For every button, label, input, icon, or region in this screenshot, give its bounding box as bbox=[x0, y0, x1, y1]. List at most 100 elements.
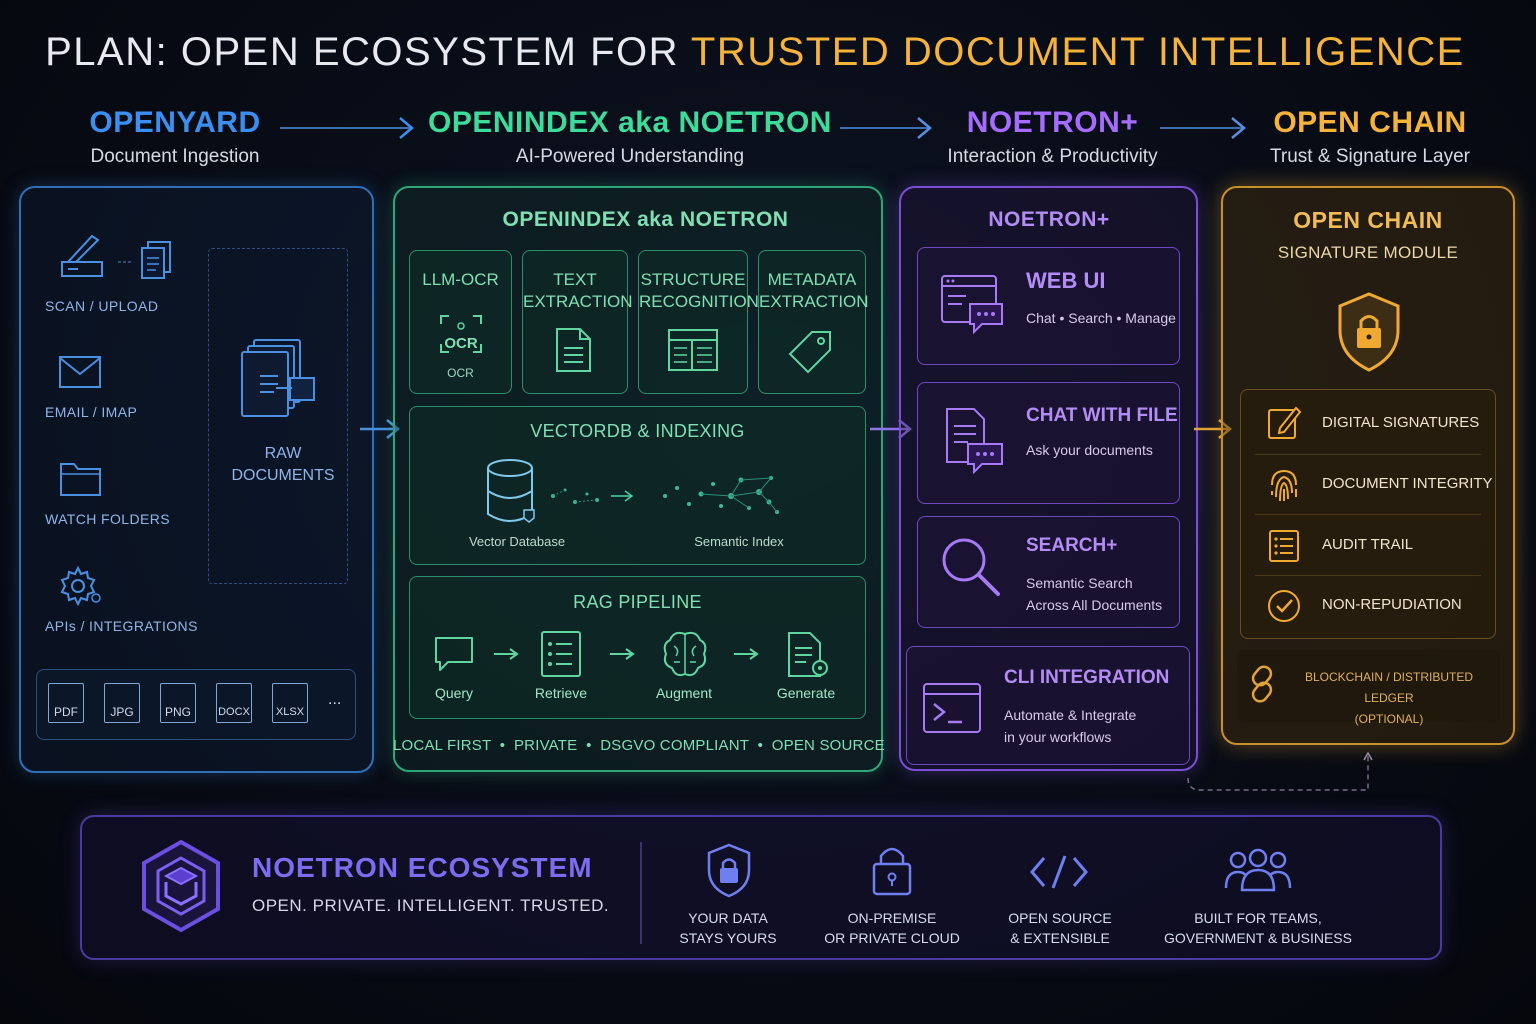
pillar-line: ON-PREMISE bbox=[847, 910, 937, 926]
column-header-openyard: OPENYARD Document Ingestion bbox=[40, 106, 310, 168]
column-title: OPENYARD bbox=[89, 106, 261, 139]
shield-lock-icon bbox=[707, 843, 751, 898]
rag-step-query: Query bbox=[434, 685, 474, 701]
rag-step-generate: Generate bbox=[776, 685, 836, 701]
column-subtitle: Trust & Signature Layer bbox=[1270, 146, 1470, 167]
step-arrow-icon bbox=[734, 648, 759, 660]
card-desc-line: Across All Documents bbox=[1026, 597, 1163, 613]
pillar-audience: BUILT FOR TEAMS, GOVERNMENT & BUSINESS bbox=[1150, 908, 1366, 948]
card-web-ui[interactable]: WEB UI Chat • Search • Manage bbox=[917, 247, 1180, 365]
vector-database-label: Vector Database bbox=[468, 534, 566, 549]
column-title: OPENINDEX aka NOETRON bbox=[428, 106, 832, 139]
chain-link-icon bbox=[1251, 665, 1273, 703]
file-type-label: DOCX bbox=[218, 706, 250, 718]
list-document-icon bbox=[541, 631, 581, 677]
card-title: CHAT WITH FILE bbox=[1026, 405, 1178, 426]
scanner-icon bbox=[61, 234, 171, 279]
openindex-panel-title: OPENINDEX aka NOETRON bbox=[502, 208, 789, 231]
document-text-icon bbox=[556, 328, 591, 372]
noetron-logo-icon bbox=[142, 839, 220, 933]
file-types: PDF JPG PNG DOCX XLSX ... bbox=[48, 683, 348, 723]
card-desc-line: Semantic Search bbox=[1026, 575, 1133, 591]
column-title: OPEN CHAIN bbox=[1273, 106, 1467, 139]
openindex-footer: LOCAL FIRST • PRIVATE • DSGVO COMPLIANT … bbox=[393, 737, 885, 754]
feature-non-repudiation: NON-REPUDIATION bbox=[1322, 596, 1462, 613]
module-title: LLM-OCR bbox=[410, 269, 511, 291]
rag-step-augment: Augment bbox=[655, 685, 713, 701]
envelope-icon bbox=[59, 356, 101, 388]
module-metadata-extraction: METADATA EXTRACTION bbox=[758, 250, 869, 394]
noetron-plus-title: NOETRON+ bbox=[988, 208, 1110, 231]
card-desc: Ask your documents bbox=[1026, 442, 1153, 458]
gear-icon bbox=[60, 565, 101, 607]
feature-digital-signatures: DIGITAL SIGNATURES bbox=[1322, 414, 1480, 431]
file-type-jpg: JPG bbox=[104, 683, 140, 723]
folder-icon bbox=[60, 463, 101, 496]
document-generate-icon bbox=[788, 632, 828, 677]
brain-icon bbox=[663, 631, 707, 677]
module-caption: OCR bbox=[447, 366, 474, 380]
rag-title: RAG PIPELINE bbox=[573, 592, 702, 612]
database-icon bbox=[487, 459, 535, 523]
card-desc: Chat • Search • Manage bbox=[1026, 310, 1176, 326]
open-chain-subtitle: SIGNATURE MODULE bbox=[1277, 243, 1459, 262]
pillar-line: & EXTENSIBLE bbox=[1010, 930, 1110, 946]
feature-document-integrity: DOCUMENT INTEGRITY bbox=[1322, 475, 1493, 492]
ecosystem-bar bbox=[80, 815, 1442, 960]
magnifier-icon bbox=[942, 538, 1000, 596]
feature-divider bbox=[1255, 514, 1481, 515]
card-desc: Automate & Integrate in your workflows bbox=[1004, 704, 1136, 748]
checklist-icon bbox=[1269, 530, 1299, 562]
file-types-row bbox=[36, 669, 356, 740]
open-chain-title: OPEN CHAIN bbox=[1293, 207, 1443, 233]
team-icon bbox=[1224, 848, 1292, 892]
module-llm-ocr: LLM-OCR bbox=[409, 250, 512, 394]
flow-arrow-icon bbox=[280, 117, 414, 139]
source-label-email: EMAIL / IMAP bbox=[45, 404, 138, 420]
file-type-xlsx: XLSX bbox=[272, 683, 308, 723]
code-icon bbox=[1030, 855, 1088, 889]
pillar-line: BUILT FOR TEAMS, bbox=[1194, 910, 1322, 926]
flow-arrow-icon bbox=[840, 117, 932, 139]
file-type-more: ... bbox=[328, 691, 342, 708]
raw-documents-label: RAW DOCUMENTS bbox=[210, 443, 356, 487]
feature-divider bbox=[1255, 575, 1481, 576]
blockchain-box bbox=[1237, 650, 1500, 722]
card-cli-integration[interactable]: CLI INTEGRATION Automate & Integrate in … bbox=[906, 646, 1190, 765]
blockchain-line: BLOCKCHAIN / DISTRIBUTED LEDGER bbox=[1304, 670, 1474, 705]
column-header-open-chain: OPEN CHAIN Trust & Signature Layer bbox=[1240, 106, 1500, 168]
dashed-connector bbox=[1187, 751, 1373, 791]
module-title-line: LLM-OCR bbox=[422, 270, 499, 289]
shield-lock-icon bbox=[1338, 292, 1400, 372]
column-subtitle: AI-Powered Understanding bbox=[515, 146, 745, 167]
fingerprint-icon bbox=[1271, 469, 1297, 502]
padlock-icon bbox=[872, 847, 912, 896]
column-title: NOETRON+ bbox=[966, 106, 1139, 139]
feature-audit-trail: AUDIT TRAIL bbox=[1322, 536, 1414, 553]
pillar-deployment: ON-PREMISE OR PRIVATE CLOUD bbox=[812, 908, 972, 948]
pillar-line: OR PRIVATE CLOUD bbox=[824, 930, 960, 946]
raw-documents-box bbox=[208, 248, 348, 584]
blockchain-label: BLOCKCHAIN / DISTRIBUTED LEDGER (OPTIONA… bbox=[1283, 667, 1495, 730]
flow-arrow-icon bbox=[360, 419, 400, 439]
card-search-plus[interactable]: SEARCH+ Semantic Search Across All Docum… bbox=[917, 516, 1180, 628]
card-title: CLI INTEGRATION bbox=[1004, 667, 1170, 688]
card-desc-line: in your workflows bbox=[1004, 729, 1112, 745]
chat-bubble-icon bbox=[435, 637, 473, 671]
card-desc: Semantic Search Across All Documents bbox=[1026, 572, 1162, 616]
file-type-png: PNG bbox=[160, 683, 196, 723]
file-type-docx: DOCX bbox=[216, 683, 252, 723]
rag-step-retrieve: Retrieve bbox=[534, 685, 588, 701]
ecosystem-name: NOETRON ECOSYSTEM bbox=[252, 852, 593, 883]
semantic-index-label: Semantic Index bbox=[694, 534, 784, 549]
raw-documents-line: DOCUMENTS bbox=[231, 467, 335, 484]
module-title-line: EXTRACTION bbox=[523, 292, 633, 311]
module-title-line: METADATA bbox=[767, 270, 857, 289]
pillar-data-ownership: YOUR DATA STAYS YOURS bbox=[663, 908, 793, 948]
title-prefix: PLAN: OPEN ECOSYSTEM FOR bbox=[45, 30, 691, 74]
documents-stack-icon bbox=[241, 339, 315, 417]
pillar-open-source: OPEN SOURCE & EXTENSIBLE bbox=[990, 908, 1130, 948]
pillar-line: OPEN SOURCE bbox=[1008, 910, 1112, 926]
terminal-icon bbox=[923, 683, 981, 733]
module-title-line: RECOGNITION bbox=[639, 292, 759, 311]
